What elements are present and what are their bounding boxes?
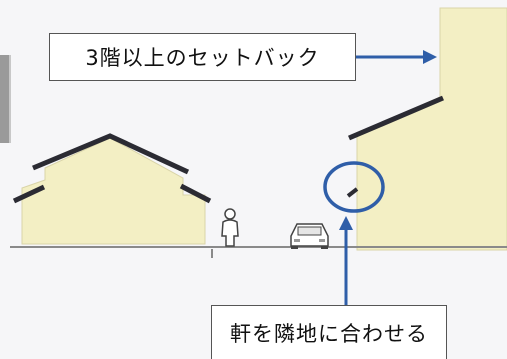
right-building-roof [348,95,444,141]
right-building [346,7,507,251]
right-building-eave-stub [346,187,359,198]
eave-arrow [339,216,353,305]
left-house [12,133,212,245]
left-house-upper-roof [32,133,190,175]
setback-callout: 3階以上のセットバック [49,33,356,81]
left-house-lower-roof-left [12,184,46,204]
setback-arrow [356,50,437,64]
adjacent-building-edge [0,55,9,143]
eave-callout-text: 軒を隣地に合わせる [230,321,428,346]
left-house-lower-roof-right [179,183,212,204]
eave-callout: 軒を隣地に合わせる [211,305,447,359]
person-icon [221,208,239,247]
car-icon [290,223,329,249]
setback-callout-text: 3階以上のセットバック [85,46,320,70]
eave-highlight-circle [323,161,385,213]
